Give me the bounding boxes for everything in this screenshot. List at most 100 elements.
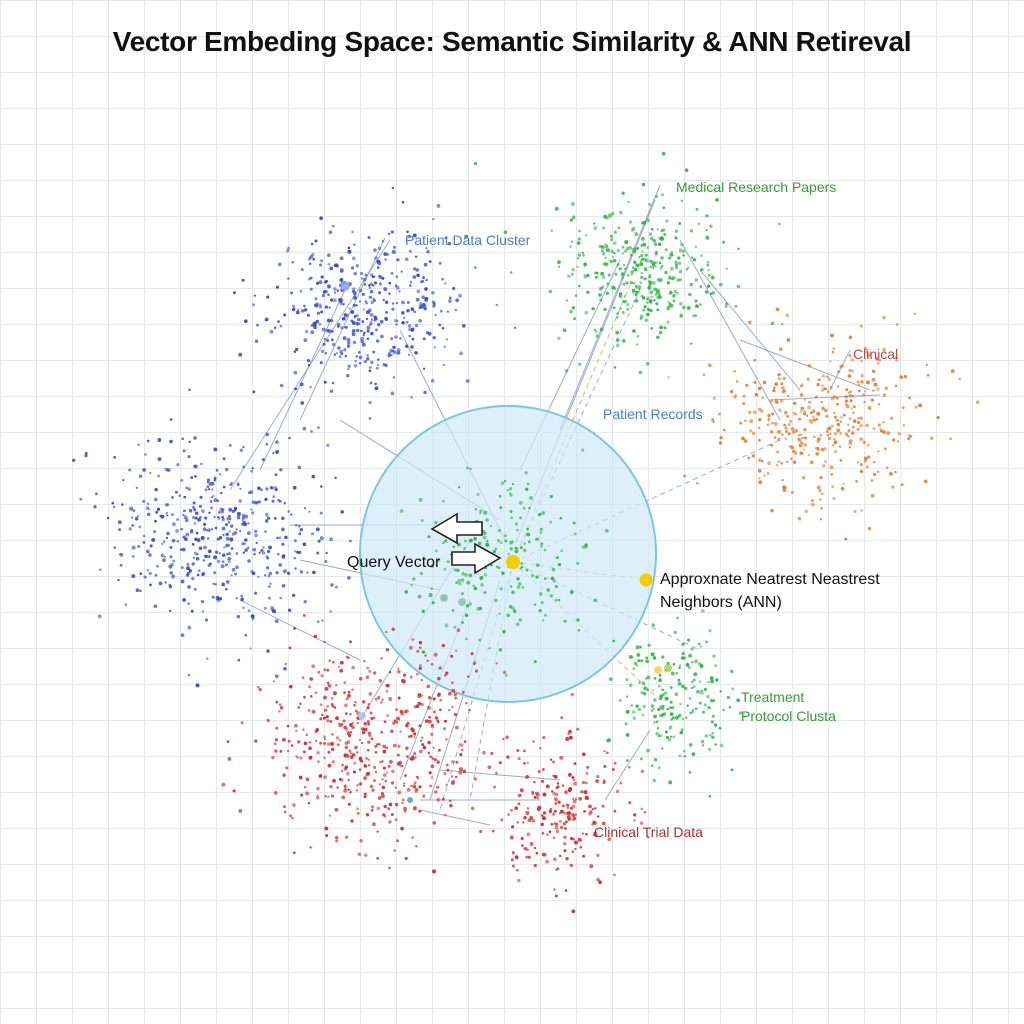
embedding-point [848,374,852,378]
embedding-point [303,599,307,604]
embedding-point [371,822,376,827]
embedding-point [332,224,335,228]
embedding-point [635,664,639,667]
embedding-point [316,551,320,555]
embedding-point [497,528,501,533]
embedding-point [172,522,176,526]
connection-line [439,769,561,781]
embedding-point [198,546,203,551]
embedding-point [321,619,324,622]
embedding-point [458,486,461,489]
embedding-point [847,423,850,426]
embedding-point [607,837,612,842]
embedding-point [609,677,613,681]
embedding-point [896,440,900,443]
embedding-point [585,832,588,836]
embedding-point [219,491,223,495]
embedding-point [280,527,285,532]
embedding-point [439,698,443,702]
embedding-point [358,351,361,354]
embedding-point [279,596,283,600]
embedding-point [395,275,399,278]
embedding-point [669,700,673,704]
embedding-point [582,752,586,757]
embedding-point [785,429,789,433]
embedding-point [232,789,236,793]
embedding-point [537,512,542,517]
embedding-point [275,726,279,730]
embedding-point [346,740,351,744]
embedding-point [272,451,275,455]
embedding-point [187,585,191,589]
embedding-point [556,782,560,785]
embedding-point [658,684,661,688]
embedding-point [707,363,712,368]
embedding-point [372,350,376,354]
embedding-point [459,743,464,747]
embedding-point [366,310,370,315]
embedding-point [409,734,413,738]
embedding-point [190,476,194,479]
label-patient-data-cluster: Patient Data Cluster [405,232,531,248]
embedding-point [131,523,135,527]
embedding-point [169,418,173,421]
embedding-point [678,713,682,718]
embedding-point [803,398,807,401]
embedding-point [702,373,706,376]
embedding-point [360,329,363,333]
embedding-point [742,394,746,398]
embedding-point [550,790,554,793]
embedding-point [516,821,520,824]
embedding-point [613,252,616,255]
embedding-point [559,755,564,760]
embedding-point [651,281,656,285]
embedding-point [539,530,543,535]
embedding-point [271,499,275,503]
embedding-point [640,275,644,279]
embedding-point [526,848,529,851]
embedding-point [303,785,307,789]
embedding-point [571,306,575,310]
embedding-point [178,494,181,497]
embedding-point [630,270,634,274]
embedding-point [332,778,336,783]
embedding-point [446,768,450,772]
embedding-point [445,783,449,787]
embedding-point [535,575,539,579]
embedding-point [830,473,834,476]
embedding-point [682,305,686,310]
embedding-point [847,429,851,433]
embedding-point [523,548,527,553]
embedding-point [401,798,405,802]
embedding-point [741,436,745,441]
embedding-point [353,364,358,368]
embedding-point [329,610,332,613]
embedding-point [172,559,176,563]
embedding-point [195,531,199,535]
embedding-point [346,338,351,342]
embedding-point [650,227,654,231]
embedding-point [333,263,338,268]
embedding-point [377,696,381,700]
embedding-point [405,320,409,324]
embedding-point [287,246,291,250]
embedding-point [239,530,242,533]
embedding-point [770,443,774,447]
embedding-point [785,460,789,464]
embedding-point [254,500,259,505]
embedding-point [725,302,729,306]
embedding-point [410,327,415,332]
embedding-point [185,532,190,537]
connection-line [829,349,851,391]
embedding-point [144,453,147,456]
embedding-point [694,659,698,664]
embedding-point [387,353,392,358]
embedding-point [576,618,580,622]
embedding-point [261,458,265,462]
embedding-point [678,754,682,758]
embedding-point [265,432,269,437]
embedding-point [624,249,627,253]
embedding-point [751,431,756,436]
embedding-point [188,388,191,392]
embedding-point [780,382,784,386]
